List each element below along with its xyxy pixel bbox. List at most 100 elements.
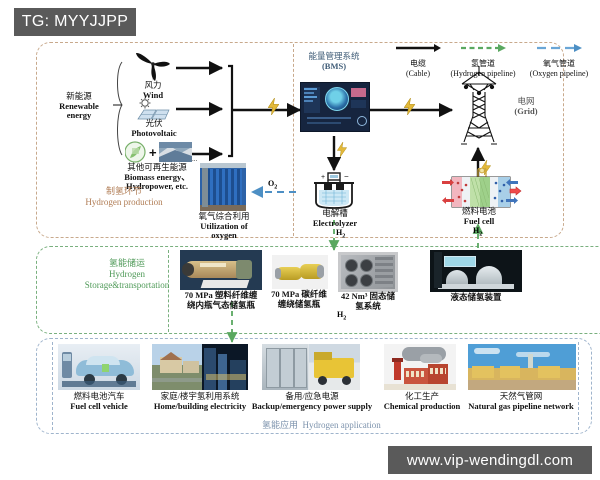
app1-en: Fuel cell vehicle <box>70 400 128 411</box>
grid-caption-cn: 电网 <box>517 96 535 106</box>
app4-cn: 化工生产 <box>404 391 439 401</box>
fuelcell-caption-en: Fuel cell <box>463 215 495 226</box>
section-title-production: 制氢环节 Hydrogen production <box>58 186 190 208</box>
wind-caption-cn: 风力 <box>144 80 162 90</box>
app-title-cn: 氢能应用 <box>262 420 299 430</box>
fc-h2-subscript: 2 <box>479 231 483 238</box>
fc-h2-symbol: H <box>473 226 480 235</box>
storage3-cn1: 42 Nm³ 固态储 <box>340 291 396 301</box>
divider-app-right <box>578 342 579 430</box>
divider-app-left <box>52 342 53 430</box>
storage-caption-4: 液态储氢装置 <box>432 292 520 303</box>
application-caption-1: 燃料电池汽车 Fuel cell vehicle <box>52 391 146 411</box>
biomass-hydro-icon: + <box>124 141 193 168</box>
h2-subscript: 2 <box>342 233 346 240</box>
legend-oxygen-en: (Oxygen pipeline) <box>529 69 589 78</box>
app3-en: Backup/emergency power supply <box>251 400 373 411</box>
bms-caption-en: (BMS) <box>321 60 347 71</box>
production-title-cn: 制氢环节 <box>105 186 142 196</box>
storage-title-cn: 氢能储运 <box>108 258 145 268</box>
electrolyzer-caption-en: Electrolyzer <box>312 217 358 228</box>
carbon-fiber-tank-photo <box>272 255 328 289</box>
fuel-cell-h2-label: H2 <box>473 226 482 238</box>
divider-storage-left <box>168 250 169 332</box>
wind-caption: 风力 Wind <box>126 80 180 100</box>
legend-cable-en: (Cable) <box>406 69 430 78</box>
home-building-photo <box>152 344 248 390</box>
fuel-cell-caption: 燃料电池 Fuel cell <box>450 206 508 226</box>
storage1-cn2: 绕内瓶气态储氢瓶 <box>186 299 255 310</box>
storage-h2-subscript: 2 <box>343 315 347 322</box>
renewable-label-en1: Renewable <box>59 100 99 111</box>
svg-text:−: − <box>344 172 349 181</box>
section-title-storage: 氢能储运 Hydrogen Storage&transportation <box>52 258 202 290</box>
section-title-application: 氢能应用 Hydrogen application <box>262 418 434 431</box>
storage2-cn2: 缠绕储氢瓶 <box>277 298 321 309</box>
storage2-cn1: 70 MPa 碳纤维 <box>271 289 327 299</box>
svg-text:+: + <box>149 145 157 160</box>
storage-title-en2: Storage&transportation <box>84 279 170 290</box>
pv-caption-en: Photovoltaic <box>131 127 177 138</box>
legend-item-oxygen: 氧气管道 (Oxygen pipeline) <box>522 40 596 78</box>
bolt-icon-electrolyzer <box>336 141 348 162</box>
app-title-en: Hydrogen application <box>302 420 381 430</box>
app5-cn: 天然气管网 <box>499 391 543 401</box>
production-title-en: Hydrogen production <box>85 196 163 207</box>
panel-hydrogen-storage <box>36 246 600 334</box>
application-caption-3: 备用/应急电源 Backup/emergency power supply <box>250 391 374 411</box>
solar-panel-icon <box>132 97 176 128</box>
legend-item-hydrogen: 氢管道 (Hydrogen pipeline) <box>446 40 520 78</box>
electrolyzer-caption: 电解槽 Electrolyzer <box>304 208 366 228</box>
fuelcell-caption-cn: 燃料电池 <box>461 206 496 216</box>
cable-arrow-icon <box>396 44 441 52</box>
legend-hydrogen-en: (Hydrogen pipeline) <box>450 69 516 78</box>
oxygen-caption-cn: 氧气综合利用 <box>198 211 250 221</box>
application-caption-5: 天然气管网 Natural gas pipeline network <box>458 391 584 411</box>
bms-caption: 能量管理系统 (BMS) <box>296 51 372 71</box>
oxygen-tank-photo <box>200 163 246 211</box>
app1-cn: 燃料电池汽车 <box>73 391 125 401</box>
panel-hydrogen-application <box>36 338 592 434</box>
backup-power-photo <box>262 344 360 390</box>
storage-caption-2: 70 MPa 碳纤维 缠绕储氢瓶 <box>258 289 340 309</box>
legend-hydrogen-cn: 氢管道 <box>471 59 495 68</box>
photovoltaic-caption: 光伏 Photovoltaic <box>116 118 192 138</box>
legend-item-cable: 电缆 (Cable) <box>392 40 444 78</box>
electrolyzer-h2-label: H2 <box>336 228 345 240</box>
electrolyzer-icon: + − <box>310 172 358 215</box>
h2-symbol: H <box>336 228 343 237</box>
application-caption-4: 化工生产 Chemical production <box>376 391 468 411</box>
wind-turbine-icon <box>132 50 174 87</box>
divider-production-right <box>293 44 294 236</box>
legend-oxygen-cn: 氧气管道 <box>543 59 575 68</box>
storage1-cn1: 70 MPa 塑料纤维缠 <box>184 290 258 300</box>
panel-hydrogen-production <box>36 42 564 238</box>
tg-watermark-badge: TG: MYYJJPP <box>14 8 136 36</box>
app3-cn: 备用/应急电源 <box>285 391 339 401</box>
biomass-caption: 其他可再生能源 Biomass energy、 Hydropower, etc. <box>104 162 210 192</box>
type4-tank-photo <box>180 250 262 290</box>
oxygen-pipeline-arrow-icon <box>537 44 582 52</box>
gas-pipeline-photo <box>468 344 576 390</box>
oxygen-caption-en2: oxygen <box>211 230 237 241</box>
app5-en: Natural gas pipeline network <box>468 400 574 411</box>
app2-cn: 家庭/楼宇氢利用系统 <box>160 391 240 401</box>
biomass-caption-en1: Biomass energy、 <box>124 171 190 182</box>
chemical-plant-photo <box>384 344 456 390</box>
ellipsis-label: ... <box>192 155 198 163</box>
legend-cable-cn: 电缆 <box>410 59 426 68</box>
url-watermark-badge: www.vip-wendingdl.com <box>388 446 592 474</box>
grid-caption-en: (Grid) <box>514 105 538 116</box>
bolt-icon-bus <box>267 97 280 120</box>
app4-en: Chemical production <box>383 400 461 411</box>
grid-caption: 电网 (Grid) <box>504 96 548 116</box>
storage3-cn2: 氢系统 <box>355 300 381 311</box>
bms-caption-cn: 能量管理系统 <box>308 51 360 61</box>
biomass-caption-cn: 其他可再生能源 <box>127 162 187 172</box>
renewable-label-en2: energy <box>66 110 92 121</box>
o2-symbol: O <box>268 179 275 188</box>
oxygen-caption-en1: Utilization of <box>200 220 248 231</box>
transmission-tower-icon <box>456 62 502 153</box>
svg-text:+: + <box>321 174 325 181</box>
wind-caption-en: Wind <box>142 89 164 100</box>
